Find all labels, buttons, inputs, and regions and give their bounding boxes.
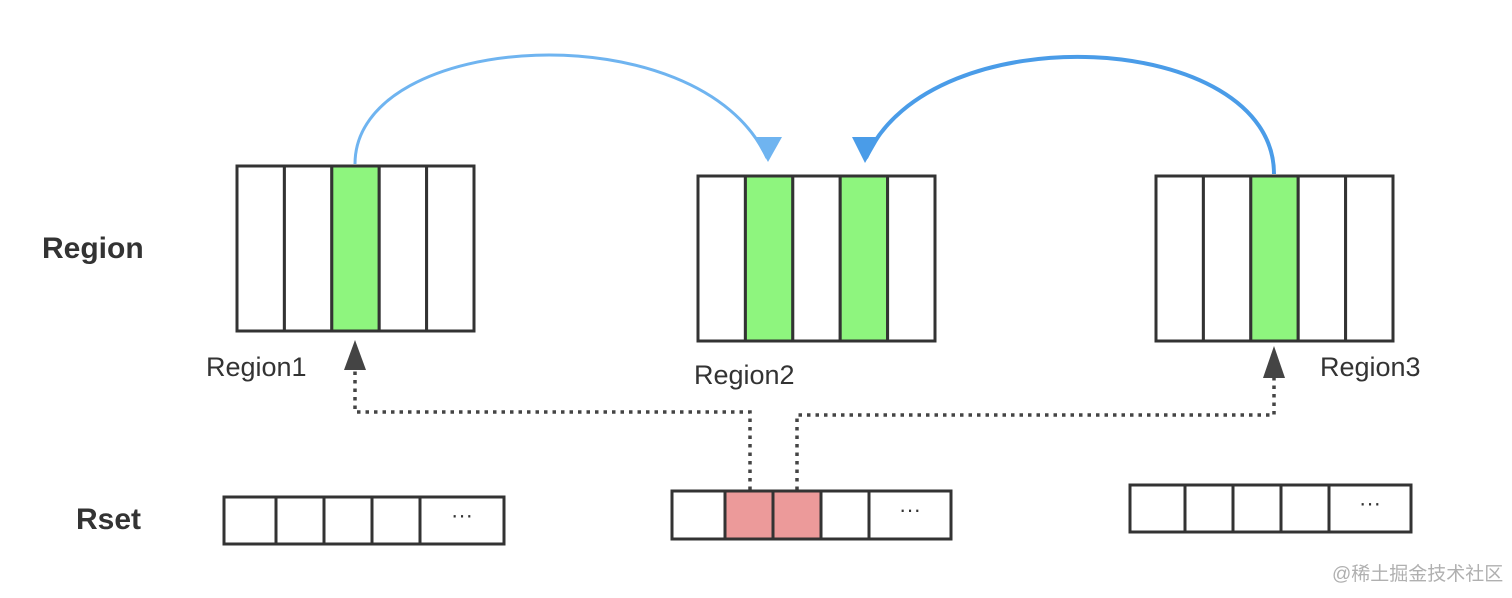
rset-1-array: ··· bbox=[222, 495, 506, 546]
rset-cell bbox=[222, 495, 278, 546]
region-cell bbox=[1154, 174, 1205, 343]
rset-ellipsis: ··· bbox=[899, 497, 921, 522]
rset-ellipsis: ··· bbox=[1359, 491, 1381, 516]
region1-label: Region1 bbox=[206, 352, 307, 382]
region-3-array bbox=[1154, 174, 1395, 343]
rset-row-label: Rset bbox=[76, 503, 142, 536]
region-cell-highlighted bbox=[1249, 174, 1300, 343]
reference-arrow-head-1 bbox=[754, 137, 782, 162]
region-cell bbox=[1344, 174, 1395, 343]
region-cell bbox=[282, 164, 334, 333]
region-cell bbox=[235, 164, 286, 333]
rset-cell bbox=[322, 495, 374, 546]
pointer-head-region3 bbox=[1263, 346, 1285, 378]
rset-cell bbox=[867, 489, 953, 541]
reference-arrow-region1-to-region2 bbox=[353, 53, 769, 165]
reference-arrow-head-2 bbox=[852, 137, 880, 163]
rset-cell bbox=[1327, 483, 1413, 534]
rset-2-array: ··· bbox=[670, 489, 953, 541]
region-cell-highlighted bbox=[330, 164, 381, 333]
region-cell bbox=[791, 174, 842, 343]
rset-cell-highlighted bbox=[723, 489, 775, 541]
rset-cell bbox=[274, 495, 326, 546]
region-cell bbox=[425, 164, 476, 333]
rset-cell bbox=[418, 495, 506, 546]
rsets: ··· ··· ··· bbox=[222, 483, 1413, 546]
rset-cell bbox=[1279, 483, 1331, 534]
region-cell bbox=[377, 164, 429, 333]
region-cell bbox=[886, 174, 937, 343]
rset-pointer-to-region1 bbox=[353, 362, 752, 490]
watermark: @稀土掘金技术社区 bbox=[1332, 564, 1504, 585]
rset-cell bbox=[370, 495, 422, 546]
region-row-label: Region bbox=[42, 232, 144, 265]
region-cell bbox=[1296, 174, 1348, 343]
region3-label: Region3 bbox=[1320, 352, 1421, 382]
region-cell bbox=[1201, 174, 1253, 343]
regions bbox=[235, 164, 1395, 343]
rset-pointer-to-region3 bbox=[795, 368, 1276, 490]
rset-cell bbox=[670, 489, 727, 541]
region-2-array bbox=[696, 174, 937, 343]
rset-cell-highlighted bbox=[771, 489, 823, 541]
rset-3-array: ··· bbox=[1128, 483, 1413, 534]
reference-arrows bbox=[353, 53, 1276, 175]
rset-cell bbox=[819, 489, 871, 541]
pointer-arrows bbox=[344, 340, 1285, 490]
rset-cell bbox=[1231, 483, 1283, 534]
rset-cell bbox=[1183, 483, 1235, 534]
region-cell-highlighted bbox=[838, 174, 890, 343]
rset-cell bbox=[1128, 483, 1187, 534]
region-cell-highlighted bbox=[743, 174, 795, 343]
region2-label: Region2 bbox=[694, 360, 795, 390]
region-cell bbox=[696, 174, 747, 343]
region-1-array bbox=[235, 164, 476, 333]
rset-ellipsis: ··· bbox=[451, 503, 473, 528]
reference-arrow-region3-to-region2 bbox=[864, 54, 1276, 175]
pointer-head-region1 bbox=[344, 340, 366, 370]
